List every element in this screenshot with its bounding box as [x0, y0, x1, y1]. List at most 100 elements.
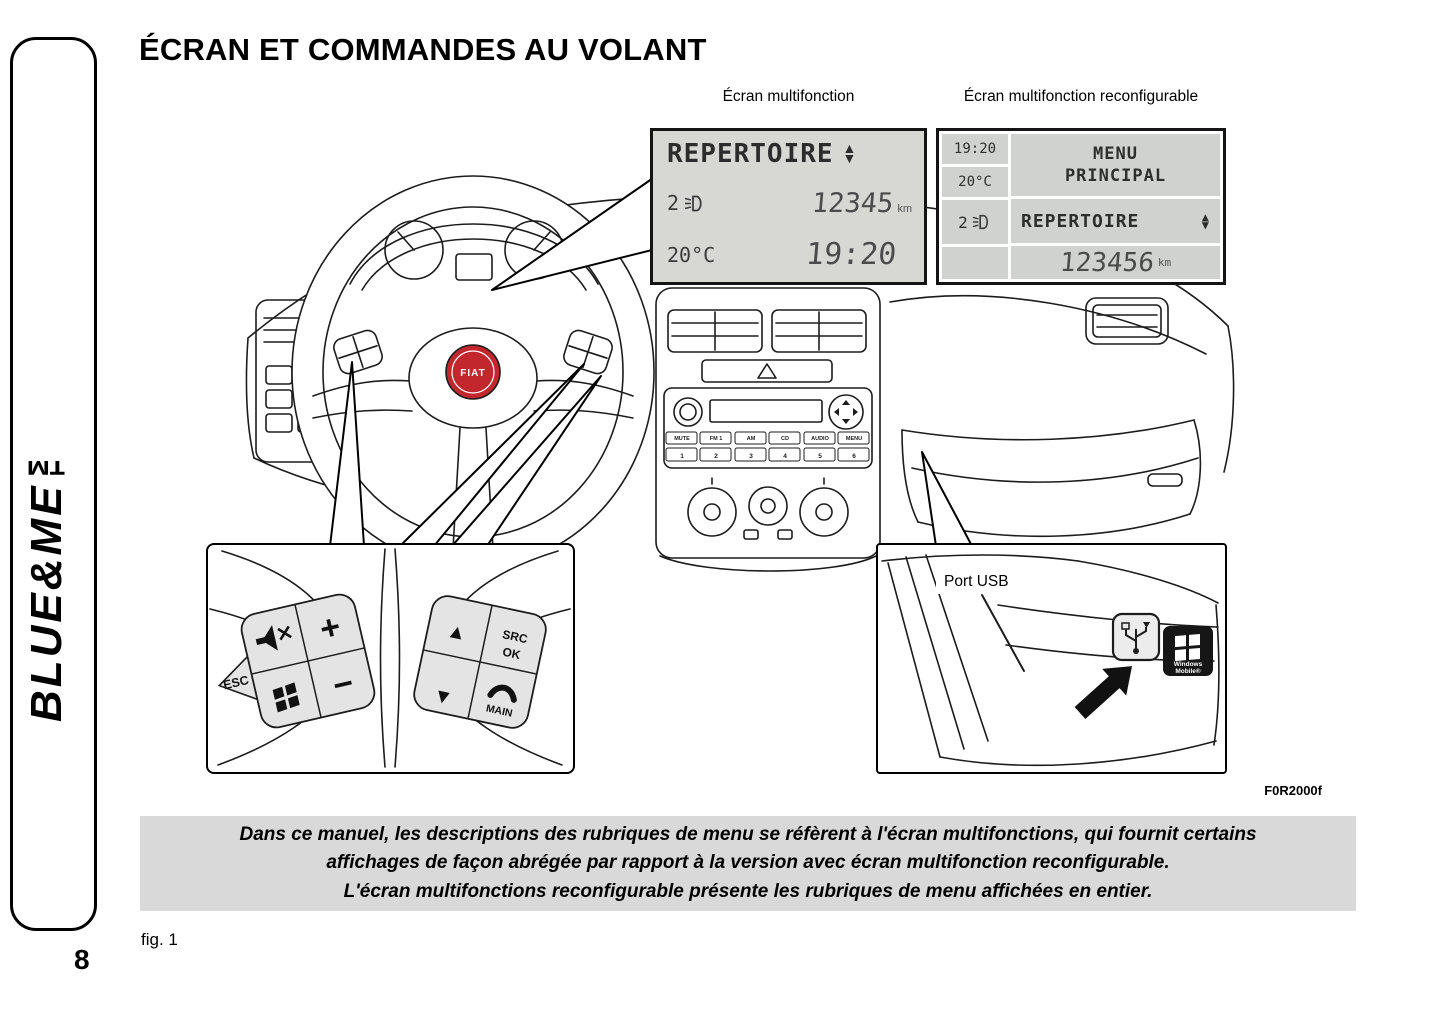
- page-number: 8: [74, 944, 90, 975]
- right-control-pad: ▲ SRC OK ▼ MAIN: [413, 595, 547, 729]
- pointer-glovebox-to-callout: [921, 451, 973, 547]
- windows-flag-icon: [1175, 633, 1200, 662]
- temperature-cell: 20°C: [942, 167, 1008, 197]
- right-thumb-controls: [563, 329, 613, 375]
- left-control-pad: + − ESC: [217, 593, 376, 729]
- gear-indicator: 2: [667, 191, 680, 215]
- reconfigurable-display: 19:20 20°C 2 MENU PRINCIPAL REPERTOIRE: [936, 128, 1226, 285]
- passenger-air-vent: [1085, 297, 1169, 345]
- menu-item-text: REPERTOIRE: [667, 139, 834, 169]
- temperature-value: 20°C: [667, 242, 716, 267]
- main-button: MAIN: [485, 702, 514, 719]
- radio-key-fm1: FM 1: [710, 436, 723, 442]
- radio-preset-4: 4: [783, 453, 787, 460]
- radio-preset-5: 5: [818, 453, 822, 460]
- radio-preset-1: 1: [680, 453, 684, 460]
- page-title: ÉCRAN ET COMMANDES AU VOLANT: [139, 32, 707, 67]
- note-line-3: L'écran multifonctions reconfigurable pr…: [343, 880, 1153, 902]
- note-banner: Dans ce manuel, les descriptions des rub…: [140, 816, 1356, 911]
- temperature-value: 20°C: [958, 174, 992, 190]
- radio-key-menu: MENU: [846, 436, 862, 442]
- figure-code: F0R2000f: [1264, 783, 1322, 798]
- display-left-column: 19:20 20°C 2: [942, 134, 1008, 279]
- console-bottom: [659, 555, 877, 572]
- caption-right-screen: Écran multifonction reconfigurable: [963, 88, 1199, 105]
- esc-wedge: [217, 655, 258, 701]
- scroll-down-button: ▼: [431, 684, 455, 710]
- center-console: [655, 287, 881, 559]
- steering-wheel: [291, 175, 655, 569]
- odometer-value: 12345: [810, 187, 895, 219]
- gear-group: 2: [667, 191, 706, 215]
- left-thumb-controls: [333, 329, 383, 375]
- gear-cell: 2: [942, 200, 1008, 244]
- radio-key-am: AM: [747, 436, 756, 442]
- windows-logo-icon: [272, 682, 300, 713]
- hazard-button: [701, 359, 833, 383]
- callout-steering-controls: + − ESC ▲ SRC OK ▼ MAIN: [206, 543, 575, 774]
- dash-right-edge: [1223, 325, 1235, 473]
- arrow-up-glyph: ▲: [1201, 209, 1210, 224]
- headlight-leveling-icon: [972, 214, 988, 230]
- radio-preset-2: 2: [714, 453, 718, 460]
- windows-mobile-badge: Windows Mobile®: [1163, 626, 1213, 676]
- windows-mobile-label-1: Windows: [1174, 661, 1203, 668]
- menu-item-text: REPERTOIRE: [1021, 210, 1140, 232]
- up-down-arrows-icon: ▲ ▼: [1201, 209, 1210, 232]
- menu-title-cell: MENU PRINCIPAL: [1011, 134, 1220, 196]
- usb-port-zoom: Port USB Windows Mobile®: [881, 554, 1220, 767]
- usb-pointer-arrow: [1074, 666, 1133, 719]
- up-down-arrows-icon: ▲ ▼: [842, 140, 857, 166]
- empty-cell: [942, 247, 1008, 279]
- radio-key-mute: MUTE: [674, 436, 690, 442]
- usb-port-icon: [1111, 612, 1161, 662]
- arrow-down-glyph: ▼: [1201, 218, 1210, 232]
- center-air-vents: [667, 309, 867, 353]
- climate-controls: [687, 477, 849, 540]
- clock-cell: 19:20: [942, 134, 1008, 164]
- menu-title-line2: PRINCIPAL: [1064, 166, 1167, 186]
- clock-value: 19:20: [804, 237, 898, 272]
- scroll-up-button: ▲: [445, 620, 469, 646]
- odometer-unit: km: [897, 202, 912, 215]
- radio-preset-3: 3: [749, 453, 753, 460]
- figure-label: fig. 1: [141, 930, 178, 949]
- fiat-badge-label: FIAT: [460, 368, 485, 379]
- esc-button: ESC: [222, 673, 250, 692]
- odometer-group: 12345 km: [810, 187, 912, 219]
- note-line-1: Dans ce manuel, les descriptions des rub…: [239, 823, 1257, 845]
- gear-indicator: 2: [958, 212, 968, 232]
- headlight-leveling-icon: [684, 195, 702, 211]
- port-usb-label: Port USB: [944, 573, 1009, 590]
- display-right-column: MENU PRINCIPAL REPERTOIRE ▲ ▼ 123456 km: [1011, 134, 1220, 279]
- radio-unit: [663, 387, 873, 469]
- callout-usb-port: Port USB Windows Mobile®: [876, 543, 1227, 774]
- caption-left-screen: Écran multifonction: [722, 88, 855, 105]
- gear-group: 2: [958, 213, 992, 232]
- ok-button-label: OK: [501, 645, 522, 663]
- radio-preset-6: 6: [852, 453, 856, 460]
- arrow-down-glyph: ▼: [842, 150, 857, 166]
- radio-key-cd: CD: [781, 436, 789, 442]
- cluster-display: [455, 253, 493, 281]
- odometer-value: 123456: [1058, 247, 1156, 278]
- mute-icon: [255, 625, 292, 651]
- radio-key-audio: AUDIO: [811, 436, 829, 442]
- fiat-badge: [445, 344, 501, 400]
- steering-controls-zoom: + − ESC ▲ SRC OK ▼ MAIN: [209, 548, 571, 768]
- menu-item-cell: REPERTOIRE ▲ ▼: [1011, 199, 1220, 243]
- windows-mobile-label-2: Mobile®: [1175, 667, 1201, 675]
- arrow-up-glyph: ▲: [842, 140, 857, 157]
- note-line-2: affichages de façon abrégée par rapport …: [326, 852, 1170, 874]
- sidebar-frame: [10, 37, 97, 931]
- phone-icon: [487, 684, 517, 703]
- dash-roll-edge: [889, 295, 1207, 355]
- odometer-unit: km: [1157, 256, 1172, 269]
- port-usb-label-bg: [936, 567, 1028, 594]
- multifunction-display: REPERTOIRE ▲ ▼ 2 12345 km 20°C 19:20: [650, 128, 927, 285]
- menu-title-line1: MENU: [1093, 143, 1138, 164]
- odometer-cell: 123456 km: [1011, 246, 1220, 279]
- src-button-label: SRC: [501, 627, 529, 646]
- dash-left-edge: [245, 337, 255, 459]
